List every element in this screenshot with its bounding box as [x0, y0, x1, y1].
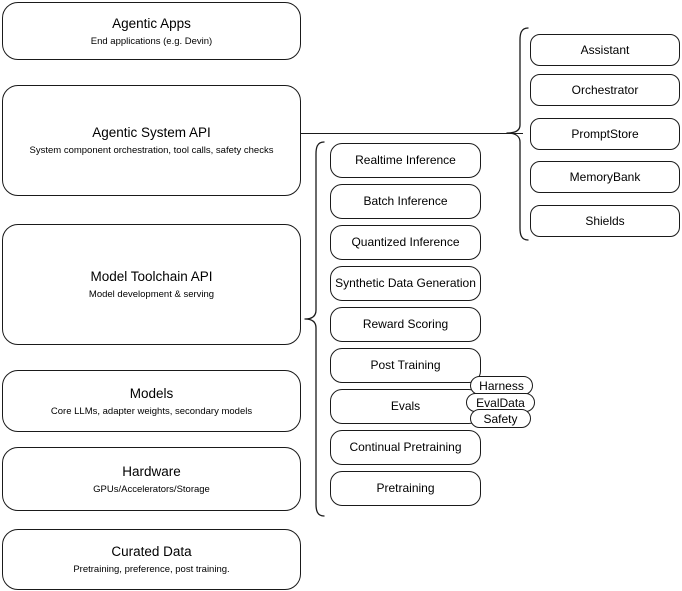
layer-subtitle: End applications (e.g. Devin) — [90, 35, 213, 47]
layer-model-toolchain-api[interactable]: Model Toolchain API Model development & … — [2, 224, 301, 345]
toolchain-item-evals[interactable]: Evals — [330, 389, 481, 424]
toolchain-item-label: Quantized Inference — [351, 235, 460, 249]
toolchain-item-reward-scoring[interactable]: Reward Scoring — [330, 307, 481, 342]
layer-subtitle: GPUs/Accelerators/Storage — [93, 483, 210, 495]
layer-subtitle: Core LLMs, adapter weights, secondary mo… — [50, 405, 253, 417]
layer-title: Agentic Apps — [112, 15, 191, 31]
toolchain-item-label: Pretraining — [376, 481, 435, 495]
system-component-memorybank[interactable]: MemoryBank — [530, 161, 680, 193]
toolchain-item-label: Evals — [390, 399, 421, 413]
layer-subtitle: Pretraining, preference, post training. — [73, 564, 230, 575]
layer-hardware[interactable]: Hardware GPUs/Accelerators/Storage — [2, 447, 301, 511]
layer-title: Hardware — [122, 463, 181, 479]
brace-system-components — [505, 26, 529, 242]
system-component-label: PromptStore — [571, 126, 639, 141]
toolchain-item-continual-pretraining[interactable]: Continual Pretraining — [330, 430, 481, 465]
toolchain-item-post-training[interactable]: Post Training — [330, 348, 481, 383]
evals-badge-evaldata[interactable]: EvalData — [466, 393, 535, 412]
system-component-label: Shields — [585, 213, 625, 228]
system-component-orchestrator[interactable]: Orchestrator — [530, 74, 680, 106]
connector-agentic-system-to-components — [301, 133, 523, 134]
layer-title: Agentic System API — [92, 125, 211, 140]
layer-title: Models — [129, 385, 174, 401]
toolchain-item-label: Post Training — [370, 358, 441, 372]
toolchain-item-synthetic-data-generation[interactable]: Synthetic Data Generation — [330, 266, 481, 301]
layer-title: Model Toolchain API — [90, 269, 213, 284]
system-component-shields[interactable]: Shields — [530, 205, 680, 237]
evals-badge-label: Safety — [483, 411, 518, 426]
system-component-promptstore[interactable]: PromptStore — [530, 118, 680, 150]
layer-agentic-system-api[interactable]: Agentic System API System component orch… — [2, 85, 301, 196]
toolchain-item-label: Reward Scoring — [362, 317, 449, 331]
system-component-label: MemoryBank — [569, 169, 641, 184]
toolchain-item-quantized-inference[interactable]: Quantized Inference — [330, 225, 481, 260]
toolchain-item-label: Continual Pretraining — [349, 440, 462, 454]
toolchain-item-realtime-inference[interactable]: Realtime Inference — [330, 143, 481, 178]
layer-title: Curated Data — [111, 544, 192, 559]
system-component-label: Assistant — [580, 42, 630, 57]
toolchain-item-label: Batch Inference — [363, 194, 448, 208]
system-component-label: Orchestrator — [571, 82, 639, 97]
toolchain-item-label: Synthetic Data Generation — [335, 276, 476, 290]
layer-models[interactable]: Models Core LLMs, adapter weights, secon… — [2, 370, 301, 432]
brace-toolchain-components — [303, 140, 325, 518]
toolchain-item-batch-inference[interactable]: Batch Inference — [330, 184, 481, 219]
evals-badge-label: Harness — [479, 378, 524, 393]
layer-subtitle: System component orchestration, tool cal… — [29, 145, 274, 156]
layer-subtitle: Model development & serving — [88, 289, 215, 300]
evals-badge-label: EvalData — [476, 395, 525, 410]
toolchain-item-label: Realtime Inference — [355, 153, 456, 167]
evals-badge-safety[interactable]: Safety — [470, 409, 531, 428]
layer-curated-data[interactable]: Curated Data Pretraining, preference, po… — [2, 529, 301, 590]
system-component-assistant[interactable]: Assistant — [530, 34, 680, 66]
layer-agentic-apps[interactable]: Agentic Apps End applications (e.g. Devi… — [2, 2, 301, 60]
toolchain-item-pretraining[interactable]: Pretraining — [330, 471, 481, 506]
